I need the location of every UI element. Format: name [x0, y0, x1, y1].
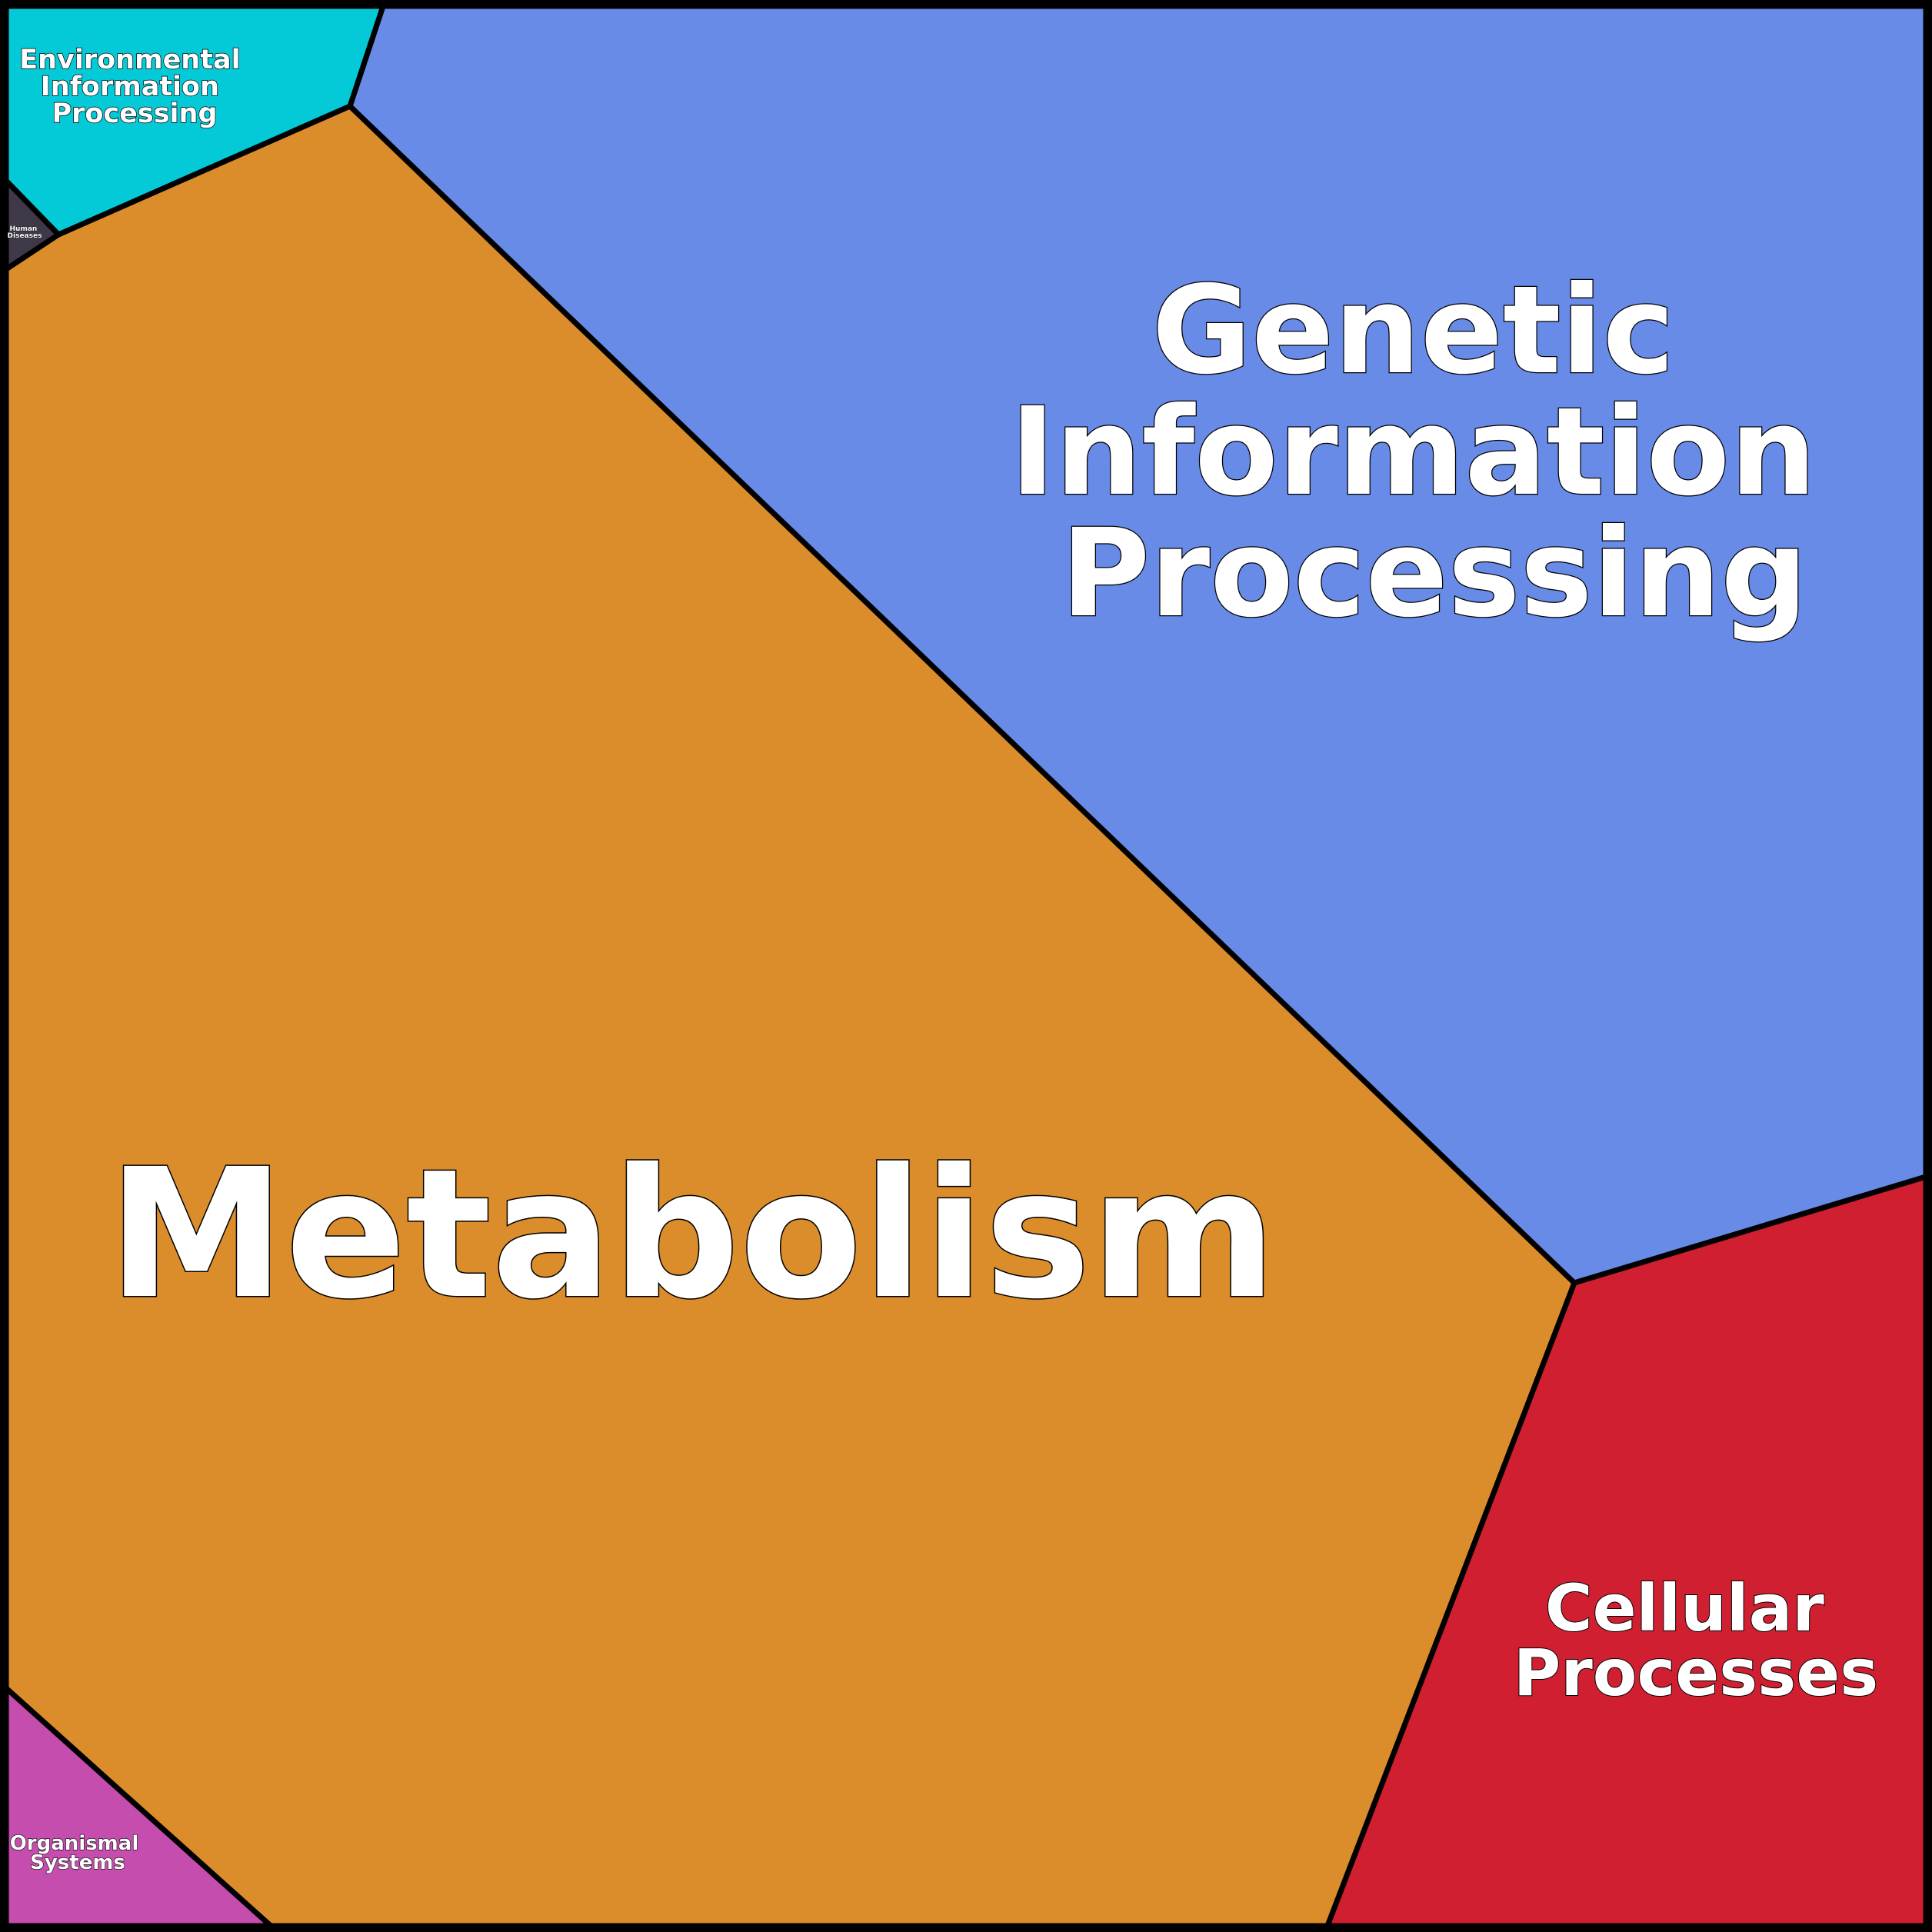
- cellular-processes-label: Cellular Processes: [1514, 1571, 1878, 1710]
- human-diseases-label: Human Diseases: [8, 225, 42, 240]
- organismal-systems-label: Organismal Systems: [10, 1832, 146, 1874]
- metabolism-label: Metabolism: [108, 1131, 1277, 1338]
- genetic-information-processing-label: Genetic Information Processing: [1010, 260, 1858, 645]
- environmental-information-processing-label: Environmental Information Processing: [19, 45, 250, 129]
